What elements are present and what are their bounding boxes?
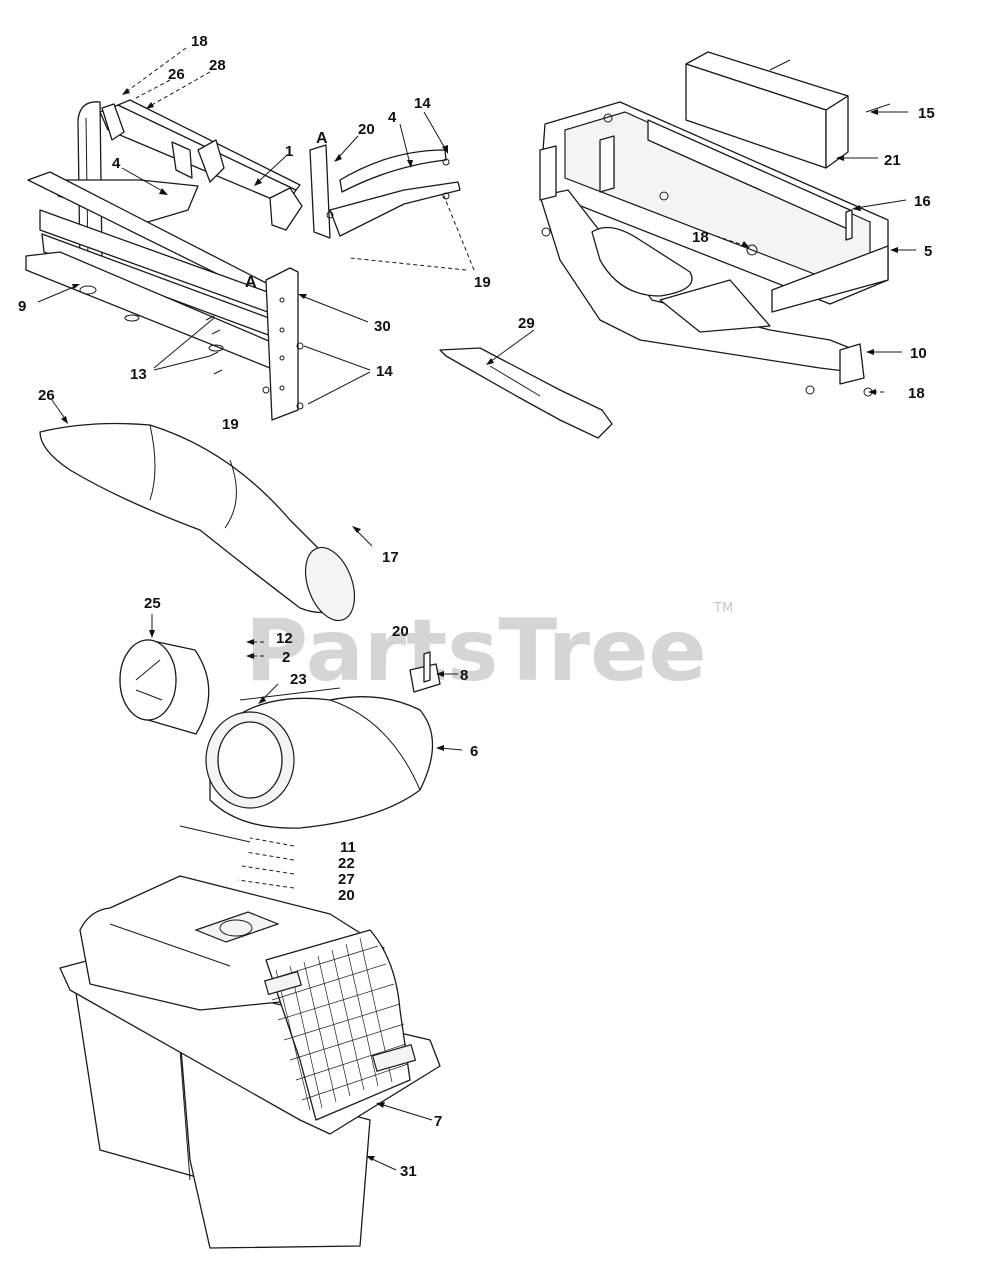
callout-label: 26	[168, 66, 185, 83]
mounting-frame-part	[25, 99, 304, 421]
callout-labels: 18 26 28 1 4 4 20 14 9 30 13 14 19 19 15…	[18, 33, 935, 1180]
side-bracket-part	[309, 144, 461, 239]
callout-label: 8	[460, 667, 468, 684]
callout-label: 9	[18, 298, 26, 315]
callout-label: 18	[908, 385, 925, 402]
callout-label: 27	[338, 871, 355, 888]
callout-label: 31	[400, 1163, 417, 1180]
callout-label: 7	[434, 1113, 442, 1130]
lower-rod-part	[179, 825, 251, 843]
callout-label: 30	[374, 318, 391, 335]
callout-label: 4	[388, 109, 397, 126]
callout-label: 16	[914, 193, 931, 210]
callout-label: 23	[290, 671, 307, 688]
callout-label: 15	[918, 105, 935, 122]
latch-part	[409, 651, 441, 693]
callout-label: 14	[414, 95, 431, 112]
callout-label: 18	[692, 229, 709, 246]
reference-letter-a-lower: A	[245, 274, 257, 291]
callout-label: 26	[38, 387, 55, 404]
baffle-part	[439, 347, 613, 439]
callout-label: 1	[285, 143, 293, 160]
callout-label: 13	[130, 366, 147, 383]
callout-label: 18	[191, 33, 208, 50]
callout-label: 10	[910, 345, 927, 362]
callout-label: 19	[222, 416, 239, 433]
callout-label: 14	[376, 363, 393, 380]
lower-chute-part	[205, 696, 434, 829]
adapter-ring-part	[119, 639, 210, 735]
callout-label: 4	[112, 155, 121, 172]
callout-label: 6	[470, 743, 478, 760]
callout-label: 17	[382, 549, 399, 566]
callout-label: 25	[144, 595, 161, 612]
callout-label: 29	[518, 315, 535, 332]
watermark-text: PartsTree	[245, 601, 707, 701]
callout-label: 12	[276, 630, 293, 647]
callout-label: 20	[338, 887, 355, 904]
callout-label: 22	[338, 855, 355, 872]
callout-label: 5	[924, 243, 932, 260]
callout-label: 28	[209, 57, 226, 74]
callout-label: 2	[282, 649, 290, 666]
upper-chute-part	[39, 422, 356, 622]
watermark-tm: TM	[713, 601, 733, 616]
support-rod-part	[239, 687, 341, 701]
leader-lines	[37, 47, 916, 1171]
callout-label: 20	[358, 121, 375, 138]
callout-label: 11	[340, 839, 356, 856]
callout-label: 20	[392, 623, 409, 640]
adapter-frame-part	[539, 51, 891, 397]
grass-catcher-part	[59, 875, 441, 1249]
callout-label: 19	[474, 274, 491, 291]
callout-label: 21	[884, 152, 901, 169]
reference-letter-a-upper: A	[316, 130, 328, 147]
